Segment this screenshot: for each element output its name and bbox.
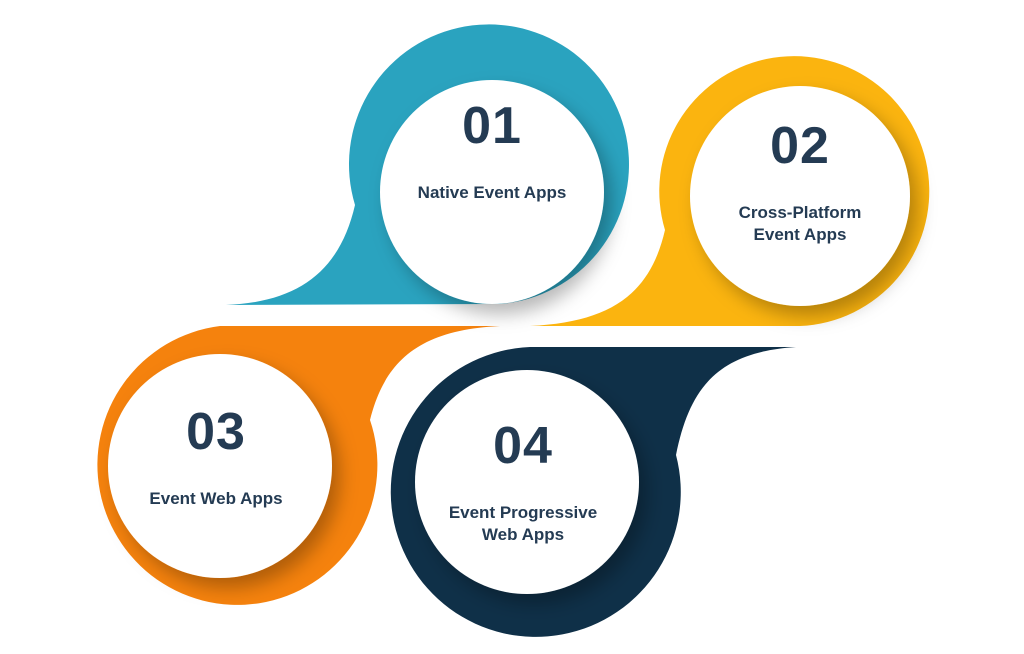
step-4-label-line-1: Event Progressive bbox=[448, 503, 598, 522]
step-1-label-line-1: Native Event Apps bbox=[417, 183, 567, 202]
step-3-number: 03 bbox=[186, 403, 246, 461]
step-2-label: Cross-Platform Event Apps bbox=[685, 202, 915, 246]
step-4-label: Event Progressive Web Apps bbox=[408, 502, 638, 546]
step-3-label-line-1: Event Web Apps bbox=[149, 489, 283, 508]
step-1-circle bbox=[380, 80, 604, 304]
step-1-label: Native Event Apps bbox=[377, 182, 607, 204]
step-2-number: 02 bbox=[770, 117, 830, 175]
step-3-text: 03 Event Web Apps bbox=[101, 406, 331, 510]
step-4-text: 04 Event Progressive Web Apps bbox=[408, 420, 638, 546]
step-1-number: 01 bbox=[462, 97, 522, 155]
step-2-circle bbox=[690, 86, 910, 306]
step-4-circle bbox=[415, 370, 639, 594]
step-1-text: 01 Native Event Apps bbox=[377, 100, 607, 204]
step-2-label-line-1: Cross-Platform bbox=[738, 203, 862, 222]
step-4-label-line-2: Web Apps bbox=[481, 525, 565, 544]
step-2-text: 02 Cross-Platform Event Apps bbox=[685, 120, 915, 246]
step-4-number: 04 bbox=[493, 417, 553, 475]
step-3-circle bbox=[108, 354, 332, 578]
step-3-label: Event Web Apps bbox=[101, 488, 331, 510]
step-2-label-line-2: Event Apps bbox=[753, 225, 847, 244]
